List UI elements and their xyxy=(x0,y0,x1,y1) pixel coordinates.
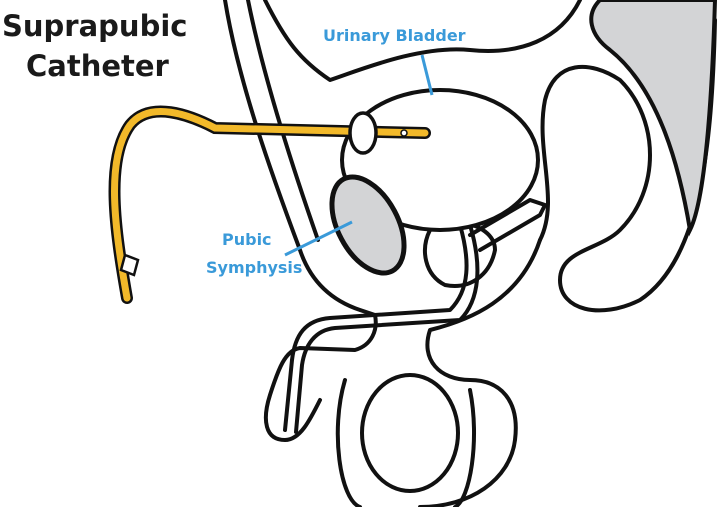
bladder-leader-line xyxy=(420,54,434,96)
rectum xyxy=(589,0,718,237)
sacrum-outline xyxy=(538,18,717,313)
urinary-bladder xyxy=(340,88,540,232)
scrotum-outline xyxy=(335,378,476,507)
abdominal-wall xyxy=(223,0,378,442)
catheter-tube xyxy=(111,108,429,302)
catheter-balloon xyxy=(348,111,378,155)
catheter-eyelet xyxy=(400,129,408,137)
pubic-label-line-2: Symphysis xyxy=(206,258,303,277)
urethra-inner xyxy=(294,223,480,434)
abdominal-wall-inner xyxy=(246,0,320,242)
seminal-vesicle xyxy=(468,198,547,252)
testicle xyxy=(360,373,460,493)
title-line-1: Suprapubic xyxy=(2,9,188,43)
title-line-2: Catheter xyxy=(26,49,169,83)
pubic-symphysis xyxy=(329,174,407,276)
pubic-label-line-1: Pubic xyxy=(222,230,272,249)
perineum-outline xyxy=(418,238,542,507)
prostate xyxy=(423,220,497,288)
bladder-label: Urinary Bladder xyxy=(323,26,466,45)
diagram-title: Suprapubic Catheter xyxy=(2,6,187,86)
pubic-leader-line xyxy=(284,220,353,257)
pelvis-outline xyxy=(263,0,582,82)
catheter-valve-icon xyxy=(119,253,140,277)
urethra xyxy=(283,223,469,432)
